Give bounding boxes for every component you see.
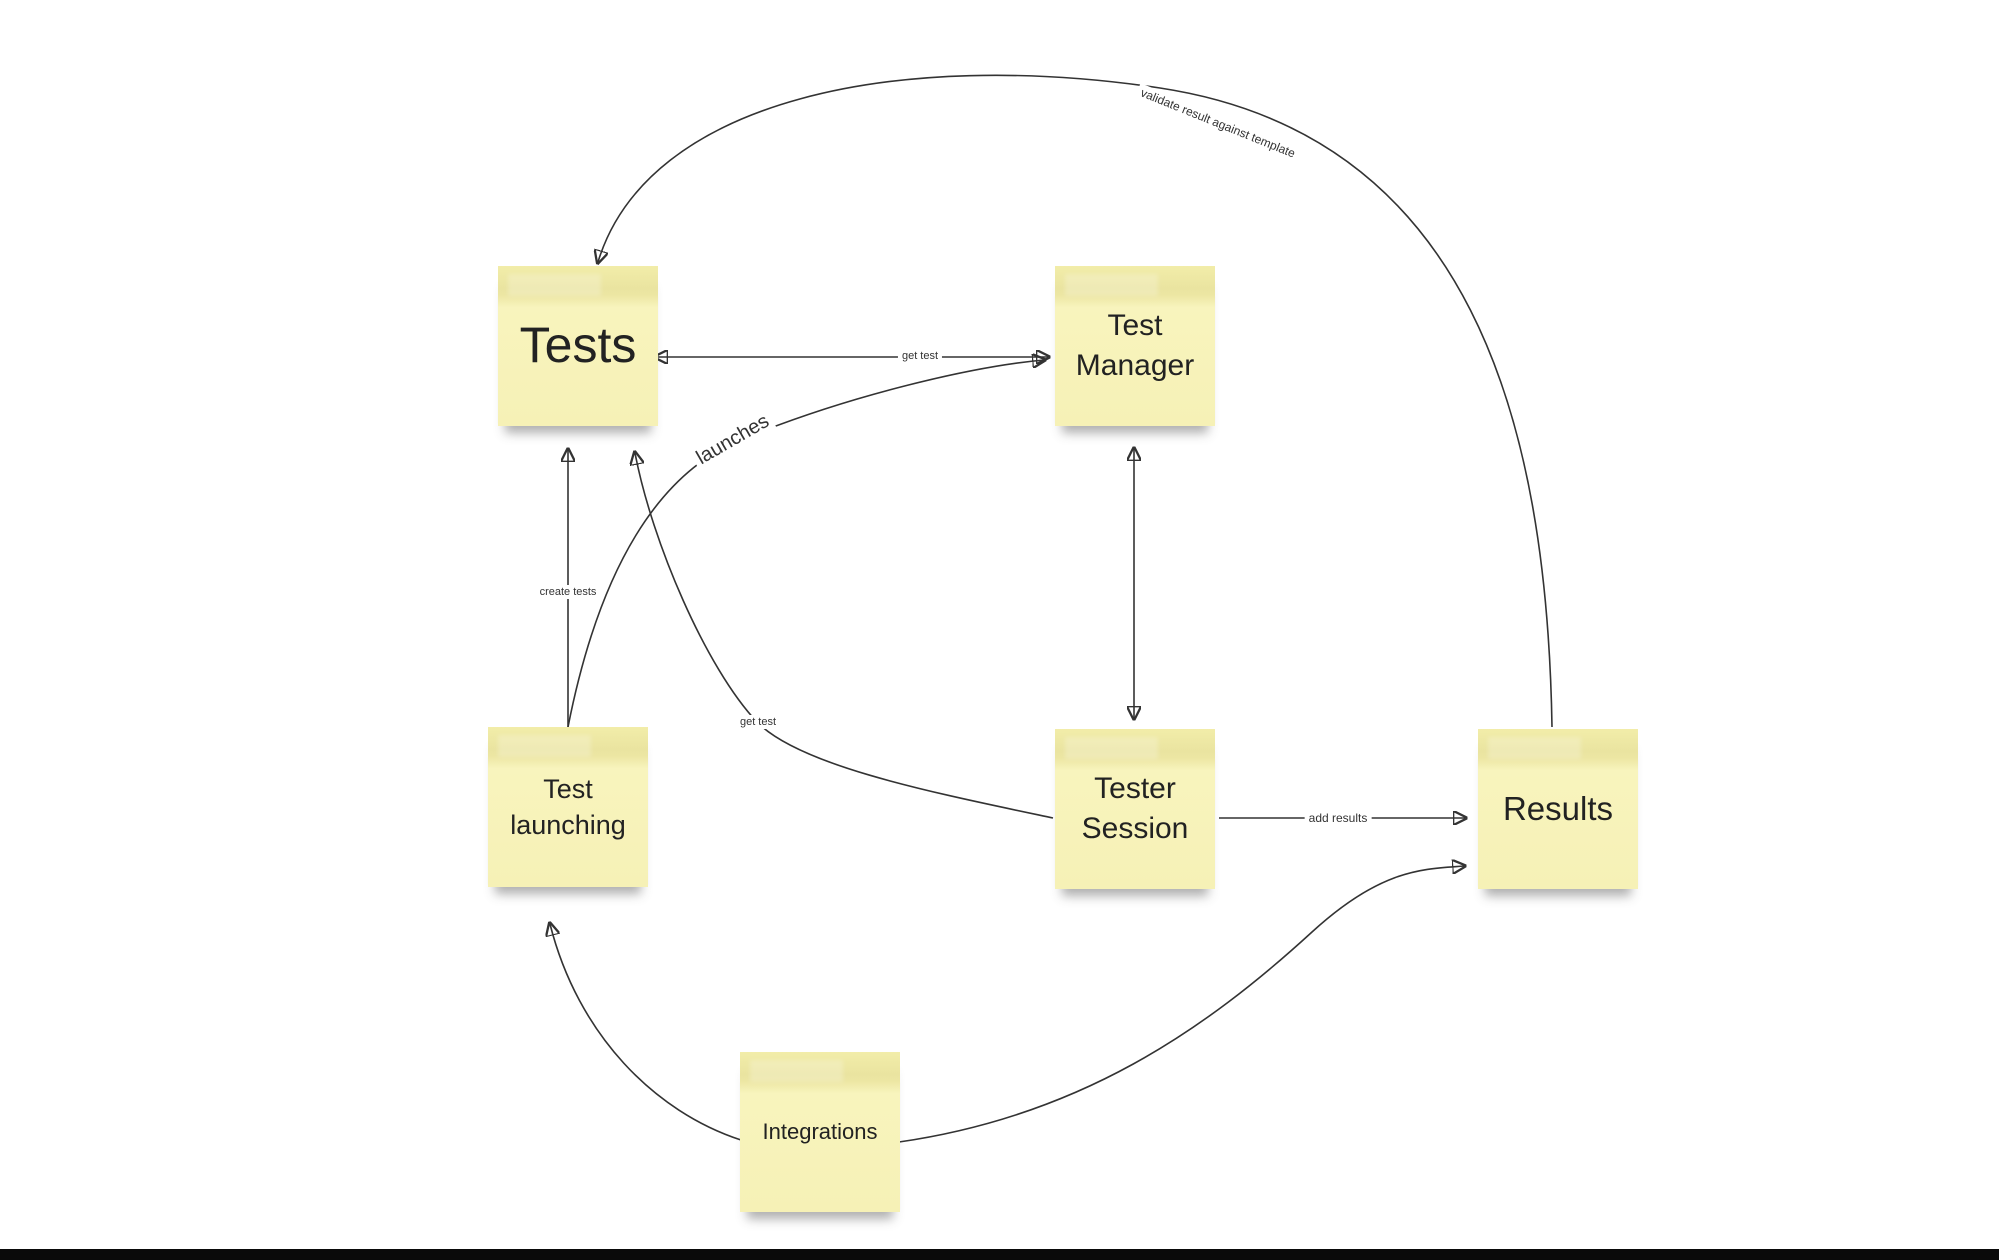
bottom-bar: [0, 1249, 1999, 1260]
edge-label-get-test-mid: get test: [735, 715, 781, 729]
note-integrations[interactable]: Integrations: [740, 1052, 900, 1212]
edge-validate-result: [598, 74, 1553, 728]
edge-get-test-curve: [635, 453, 1054, 819]
edge-integrations-launching: [550, 924, 742, 1141]
edge-label-get-test-top: get test: [897, 349, 943, 363]
edge-label-create-tests: create tests: [535, 585, 601, 599]
edge-integrations-results: [898, 866, 1464, 1143]
note-test-manager[interactable]: Test Manager: [1055, 266, 1215, 426]
note-results[interactable]: Results: [1478, 729, 1638, 889]
note-test-launching[interactable]: Test launching: [488, 727, 648, 887]
note-tester-session[interactable]: Tester Session: [1055, 729, 1215, 889]
note-tests[interactable]: Tests: [498, 266, 658, 426]
edge-label-add-results: add results: [1304, 810, 1372, 826]
